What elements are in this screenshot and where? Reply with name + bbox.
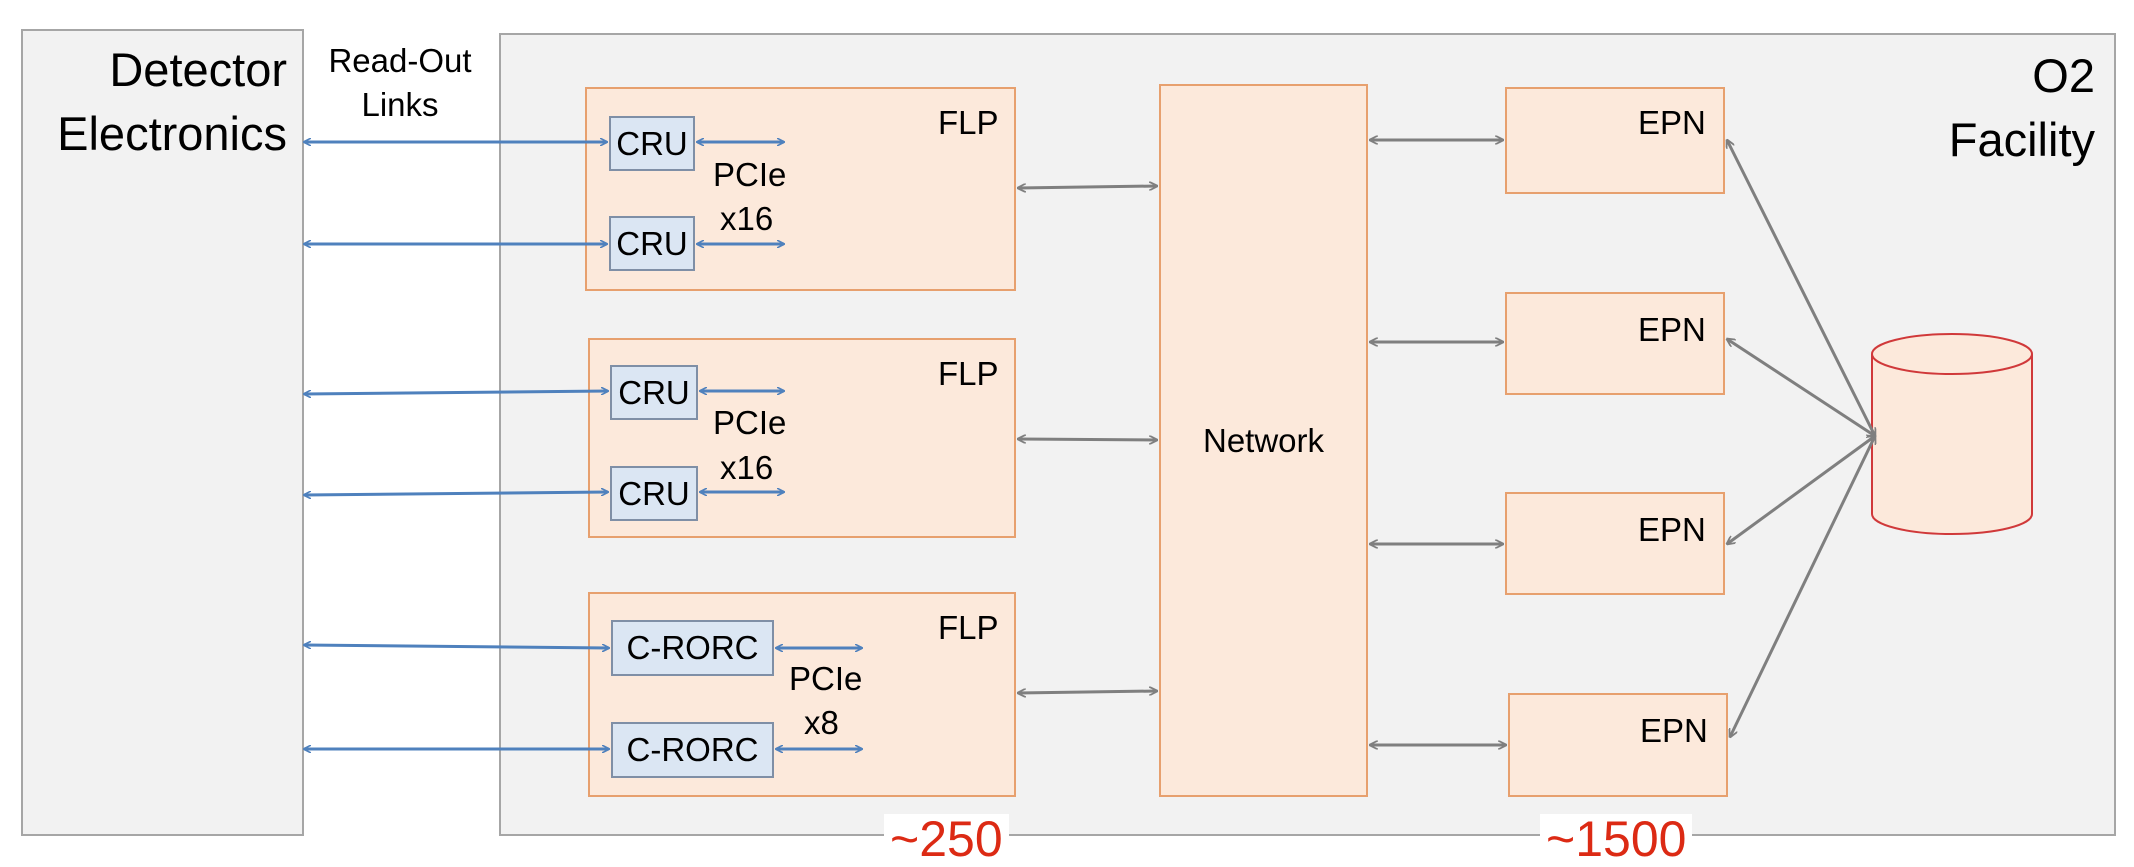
epn-node [1505, 87, 1725, 194]
read-out-links-label-line2: Links [361, 86, 439, 123]
storage-cylinder [1871, 333, 2033, 535]
flp-label: FLP [938, 355, 999, 392]
flp-label: FLP [938, 609, 999, 646]
c-rorc-card: C-RORC [611, 722, 774, 778]
flp-network-arrow [1018, 691, 1157, 693]
epn-label: EPN [1640, 712, 1708, 749]
cru-card: CRU [610, 466, 698, 521]
read-out-link-arrow [304, 645, 609, 648]
epn-label: EPN [1638, 511, 1706, 548]
cru-card: CRU [609, 216, 695, 271]
epn-node [1505, 292, 1725, 395]
facility-title-line1: O2 [2032, 49, 2095, 102]
epn-node [1505, 492, 1725, 595]
read-out-link-arrow [304, 492, 608, 495]
epn-storage-arrow [1727, 436, 1875, 544]
flp-label: FLP [938, 104, 999, 141]
network-node [1159, 84, 1368, 797]
flp-network-arrow [1018, 439, 1157, 440]
pcie-label: PCIe [713, 404, 787, 441]
detector-title-line1: Detector [109, 43, 287, 96]
read-out-link-arrow [304, 391, 608, 394]
cru-card: CRU [610, 365, 698, 420]
epn-storage-arrow [1727, 339, 1875, 436]
pcie-width-label: x16 [720, 200, 774, 237]
facility-title-line2: Facility [1948, 113, 2095, 166]
cru-card: CRU [609, 116, 695, 171]
epn-node [1508, 693, 1728, 797]
pcie-width-label: x8 [804, 704, 839, 741]
flp-network-arrow [1018, 186, 1157, 188]
epn-count-label: ~1500 [1540, 814, 1693, 864]
read-out-links-label-line1: Read-Out [328, 42, 472, 79]
pcie-label: PCIe [713, 156, 787, 193]
epn-storage-arrow [1730, 436, 1875, 737]
detector-title-line2: Electronics [57, 107, 287, 160]
epn-storage-arrow [1725, 140, 1877, 436]
epn-label: EPN [1638, 104, 1706, 141]
c-rorc-card: C-RORC [611, 620, 774, 676]
epn-label: EPN [1638, 311, 1706, 348]
detector-electronics-panel [21, 29, 304, 836]
network-label: Network [1202, 422, 1325, 459]
pcie-label: PCIe [789, 660, 863, 697]
flp-count-label: ~250 [884, 814, 1009, 864]
pcie-width-label: x16 [720, 449, 774, 486]
